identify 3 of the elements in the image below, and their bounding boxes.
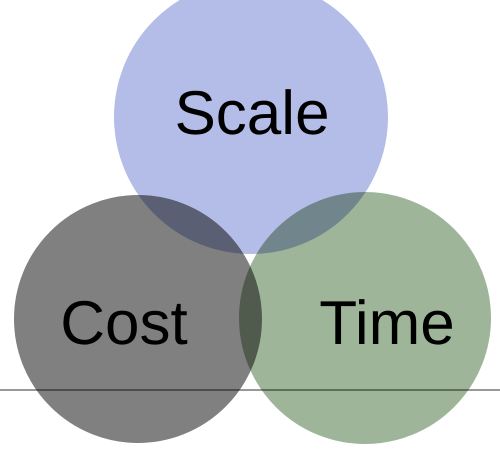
circle-label: Cost [60, 293, 188, 355]
circle-label: Scale [174, 83, 330, 145]
circle-label: Time [319, 293, 455, 355]
